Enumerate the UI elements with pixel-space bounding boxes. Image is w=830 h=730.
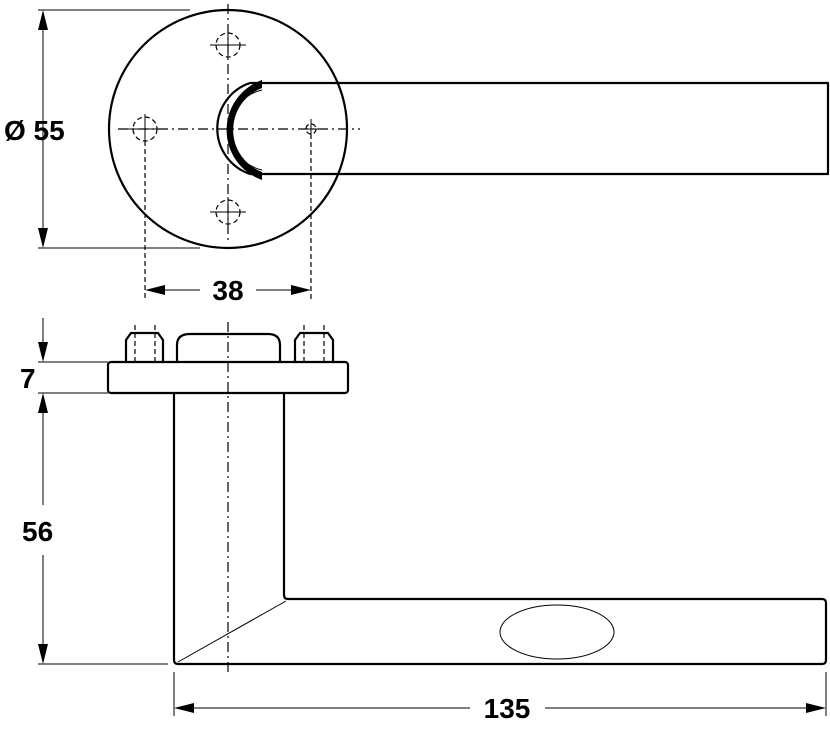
top-view bbox=[38, 4, 830, 300]
diameter-label: Ø 55 bbox=[4, 115, 65, 146]
neck-collar bbox=[226, 80, 262, 180]
screw-bottom bbox=[210, 197, 246, 227]
length-arrow-right bbox=[806, 703, 826, 713]
grip-oval bbox=[499, 604, 615, 660]
lever-bevel bbox=[177, 600, 287, 663]
right-boss bbox=[293, 331, 335, 362]
spacing-arrow-right bbox=[291, 285, 311, 295]
screw-top bbox=[210, 30, 246, 60]
spacing-arrow-left bbox=[145, 285, 165, 295]
lever-side-outline bbox=[172, 393, 828, 666]
diameter-arrow-top bbox=[38, 10, 48, 30]
center-boss bbox=[175, 332, 282, 362]
lever-bar-top-view bbox=[216, 81, 830, 176]
thickness-arrow-bottom bbox=[38, 393, 48, 413]
length-arrow-left bbox=[174, 703, 194, 713]
neck-collar-inner bbox=[229, 89, 263, 171]
side-view bbox=[38, 318, 828, 716]
thickness-arrow-top bbox=[38, 342, 48, 362]
screw-left bbox=[127, 114, 163, 144]
diameter-arrow-bottom bbox=[38, 228, 48, 248]
left-boss bbox=[124, 331, 165, 362]
length-label: 135 bbox=[484, 693, 531, 724]
spacing-label: 38 bbox=[212, 275, 243, 306]
thickness-label: 7 bbox=[20, 363, 36, 394]
projection-label: 56 bbox=[22, 516, 53, 547]
projection-arrow-bottom bbox=[38, 644, 48, 664]
